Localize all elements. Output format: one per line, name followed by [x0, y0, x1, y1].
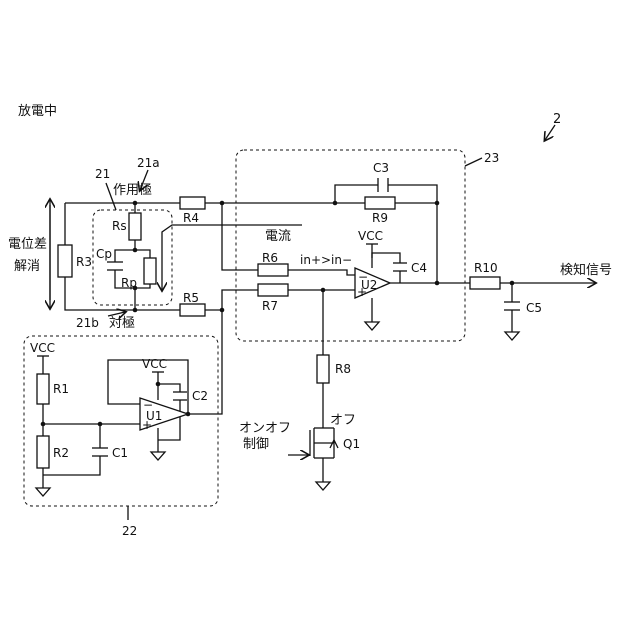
capacitor-C3: [378, 178, 388, 192]
label-C3: C3: [373, 161, 389, 175]
capacitor-C2: [173, 392, 187, 400]
junction-dot: [98, 422, 103, 427]
label-C2: C2: [192, 389, 208, 403]
wire-r5-to-node: [205, 290, 258, 310]
label-R10: R10: [474, 261, 498, 275]
wire-c2: [158, 384, 180, 392]
leader-23: [465, 158, 482, 166]
wire-node-r6: [222, 203, 258, 270]
resistor-R9: [365, 197, 395, 209]
junction-dot: [321, 288, 326, 293]
label-VCC-U1: VCC: [142, 357, 167, 371]
ref-22: 22: [122, 524, 137, 538]
junction-dot: [333, 201, 338, 206]
output-label: 検知信号: [560, 262, 612, 278]
onoff-label-2: 制御: [243, 437, 269, 452]
leader-2: [545, 125, 555, 140]
ground-Q1: [316, 482, 330, 490]
ref-23: 23: [484, 151, 499, 165]
transistor-Q1: [310, 428, 338, 458]
label-C4: C4: [411, 261, 427, 275]
ground-U2: [365, 322, 379, 330]
resistor-R6: [258, 264, 288, 276]
resistor-R1: [37, 374, 49, 404]
resistor-R4: [180, 197, 205, 209]
diagram-title: 放電中: [18, 104, 57, 119]
resistor-R5: [180, 304, 205, 316]
in-comparison-label: in+>in−: [300, 253, 352, 267]
junction-dot: [435, 281, 440, 286]
junction-dot: [186, 412, 191, 417]
wire-cell-mid2: [135, 250, 150, 258]
ref-21b: 21b: [76, 316, 99, 330]
potential-label-2: 解消: [14, 259, 40, 274]
label-VCC-U2: VCC: [358, 229, 383, 243]
capacitor-C1: [92, 448, 108, 456]
junction-dot: [133, 308, 138, 313]
wire-c1-bot: [43, 456, 100, 475]
label-Cp: Cp: [96, 247, 112, 261]
label-Rp: Rp: [121, 276, 137, 290]
resistor-Rp: [144, 258, 156, 284]
wire-r6-out: [288, 270, 355, 275]
label-R6: R6: [262, 251, 278, 265]
u1-minus-sign: −: [143, 398, 153, 412]
off-label: オフ: [330, 413, 356, 428]
label-Rs: Rs: [112, 219, 127, 233]
resistor-R3: [58, 245, 72, 277]
ground-C5: [505, 332, 519, 340]
ref-21a: 21a: [137, 156, 160, 170]
ref-21: 21: [95, 167, 110, 181]
label-R8: R8: [335, 362, 351, 376]
u2-plus-sign: +: [357, 285, 367, 299]
resistor-R10: [470, 277, 500, 289]
label-R7: R7: [262, 299, 278, 313]
label-Q1: Q1: [343, 437, 360, 451]
ref-2: 2: [553, 112, 561, 127]
junction-dot: [510, 281, 515, 286]
resistor-R8: [317, 355, 329, 383]
counter-electrode-label: 対極: [109, 315, 135, 331]
u1-plus-sign: +: [142, 418, 152, 432]
label-R2: R2: [53, 446, 69, 460]
label-VCC-1: VCC: [30, 341, 55, 355]
resistor-R2: [37, 436, 49, 468]
label-C5: C5: [526, 301, 542, 315]
working-electrode-label: 作用極: [113, 182, 152, 198]
junction-dot: [133, 248, 138, 253]
capacitor-Cp: [107, 262, 123, 270]
label-R5: R5: [183, 291, 199, 305]
label-C1: C1: [112, 446, 128, 460]
junction-dot: [156, 382, 161, 387]
ground-U1: [151, 452, 165, 460]
block-22-outline: [24, 336, 218, 506]
onoff-label-1: オンオフ: [239, 421, 291, 436]
ground-R2: [36, 488, 50, 496]
junction-dot: [133, 201, 138, 206]
label-R4: R4: [183, 211, 199, 225]
potential-label-1: 電位差: [8, 237, 47, 252]
junction-dot: [41, 422, 46, 427]
wire-c4-vcc: [372, 253, 400, 263]
u2-minus-sign: −: [358, 270, 368, 284]
junction-dot: [220, 201, 225, 206]
junction-dot: [220, 308, 225, 313]
label-R1: R1: [53, 382, 69, 396]
resistor-Rs: [129, 213, 141, 240]
resistor-R7: [258, 284, 288, 296]
capacitor-C4: [393, 263, 407, 271]
current-label: 電流: [265, 229, 291, 244]
label-R9: R9: [372, 211, 388, 225]
label-R3: R3: [76, 255, 92, 269]
junction-dot: [435, 201, 440, 206]
wire-cell-mid: [115, 240, 135, 262]
capacitor-C5: [504, 302, 520, 310]
